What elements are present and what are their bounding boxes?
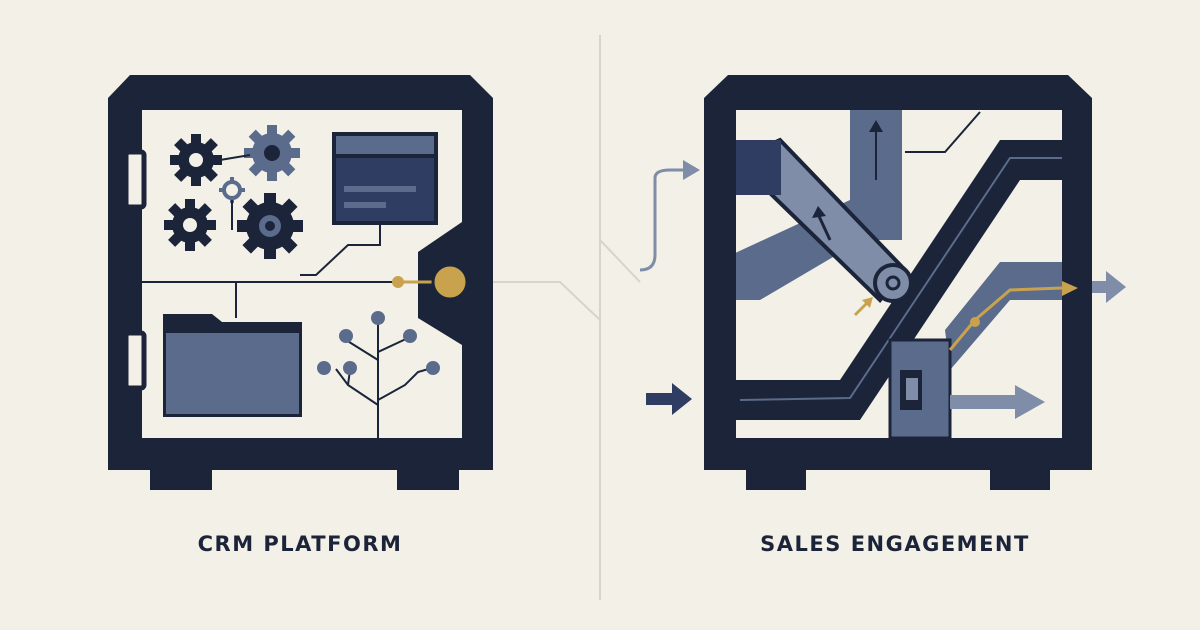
gear-icon: [244, 125, 300, 181]
arrow-icon: [646, 383, 692, 415]
pipe-main: [736, 140, 1062, 420]
crm-safe: [108, 75, 493, 490]
arrow-icon: [950, 385, 1045, 419]
folder-icon: [163, 314, 302, 417]
gear-icon: [164, 199, 216, 251]
crm-platform-label: CRM PLATFORM: [197, 532, 403, 556]
hinge-bottom: [123, 330, 147, 391]
gear-icon: [237, 193, 303, 259]
divider-lines: [470, 35, 641, 600]
lever-cap: [736, 140, 781, 195]
card-connector: [300, 225, 381, 276]
gear-link: [219, 154, 251, 161]
sales-safe: [704, 75, 1092, 490]
gear-icon: [170, 134, 222, 186]
keyhole-icon: [431, 263, 469, 301]
sales-engagement-label: SALES ENGAGEMENT: [760, 532, 1030, 556]
tree-nodes: [317, 311, 440, 375]
arrow-icon: [639, 160, 700, 272]
hinge-top: [123, 149, 147, 210]
card-icon: [332, 132, 438, 225]
key-dot: [392, 276, 404, 288]
arrow-icon: [1092, 271, 1126, 303]
lever-pivot: [873, 263, 913, 303]
arrow-icon: [1062, 281, 1078, 296]
tree-network-icon: [335, 320, 433, 438]
